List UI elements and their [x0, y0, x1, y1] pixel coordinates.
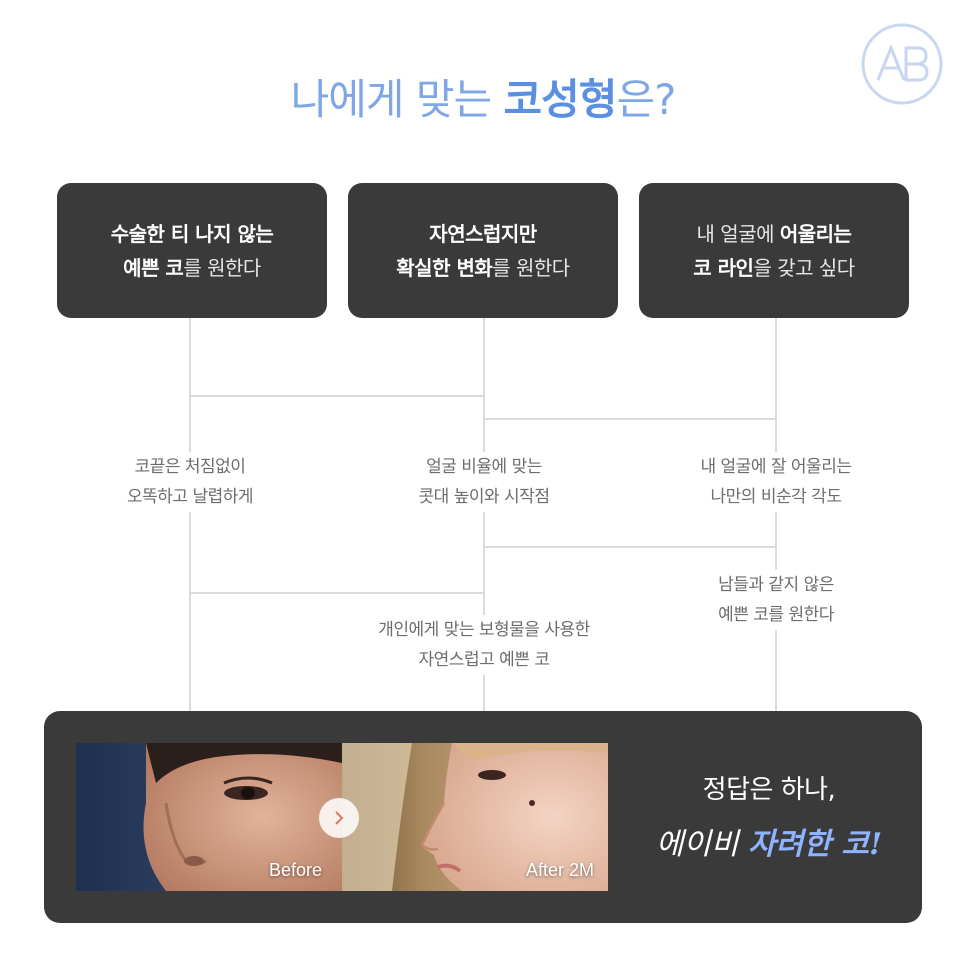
answer-brand: 에이비 — [655, 827, 739, 862]
caption3-line1: 내 얼굴에 잘 어울리는 — [700, 457, 852, 477]
after-label: After 2M — [525, 860, 594, 880]
caption1-line1: 코끝은 처짐없이 — [134, 457, 246, 477]
after-face-illustration — [342, 743, 608, 891]
before-face-illustration — [76, 743, 342, 891]
box2-line2-bold: 확실한 변화 — [396, 255, 493, 280]
caption-nose-tip: 코끝은 처짐없이 오똑하고 날렵하게 — [100, 452, 280, 512]
box3-line1-bold: 어울리는 — [779, 221, 852, 246]
before-label: Before — [268, 860, 322, 880]
caption2-line2: 콧대 높이와 시작점 — [418, 487, 550, 507]
caption5-line2: 자연스럽고 예쁜 코 — [418, 650, 550, 670]
box3-line2: 을 갖고 싶다 — [753, 255, 855, 280]
answer-highlight: 자려한 코! — [748, 827, 883, 862]
title-prefix: 나에게 맞는 — [290, 75, 504, 124]
caption-unique-nose: 남들과 같지 않은 예쁜 코를 원한다 — [686, 570, 866, 630]
answer-line1: 정답은 하나, — [702, 775, 836, 805]
answer-panel: Before After 2M 정답은 하나, — [44, 711, 922, 923]
caption-implant: 개인에게 맞는 보형물을 사용한 자연스럽고 예쁜 코 — [349, 615, 619, 675]
caption1-line2: 오똑하고 날렵하게 — [126, 487, 254, 507]
next-arrow-button[interactable] — [319, 798, 359, 838]
option-box-1: 수술한 티 나지 않는 예쁜 코를 원한다 — [57, 183, 327, 318]
answer-line2: 에이비 자려한 코! — [634, 819, 904, 863]
title-highlight: 코성형 — [503, 75, 618, 124]
before-photo: Before — [76, 743, 342, 891]
option-box-2: 자연스럽지만 확실한 변화를 원한다 — [348, 183, 618, 318]
caption3-line2: 나만의 비순각 각도 — [710, 487, 842, 507]
ab-logo-icon — [861, 23, 943, 105]
page-title: 나에게 맞는 코성형은? — [0, 66, 966, 127]
caption4-line1: 남들과 같지 않은 — [718, 575, 834, 595]
box3-line2-bold: 코 라인 — [693, 255, 754, 280]
chevron-right-icon — [335, 811, 344, 825]
box1-line1: 수술한 티 나지 않는 — [110, 221, 274, 246]
caption-nasolabial-angle: 내 얼굴에 잘 어울리는 나만의 비순각 각도 — [666, 452, 886, 512]
caption5-line1: 개인에게 맞는 보형물을 사용한 — [378, 620, 590, 640]
caption2-line1: 얼굴 비율에 맞는 — [426, 457, 542, 477]
box2-line2: 를 원한다 — [492, 255, 570, 280]
box1-line2-bold: 예쁜 코 — [123, 255, 184, 280]
box2-line1: 자연스럽지만 — [429, 221, 537, 246]
box3-line1: 내 얼굴에 — [696, 221, 780, 246]
caption-bridge-height: 얼굴 비율에 맞는 콧대 높이와 시작점 — [384, 452, 584, 512]
caption4-line2: 예쁜 코를 원한다 — [718, 605, 834, 625]
after-photo: After 2M — [342, 743, 608, 891]
box1-line2: 를 원한다 — [183, 255, 261, 280]
title-suffix: 은? — [616, 75, 676, 124]
option-box-3: 내 얼굴에 어울리는 코 라인을 갖고 싶다 — [639, 183, 909, 318]
